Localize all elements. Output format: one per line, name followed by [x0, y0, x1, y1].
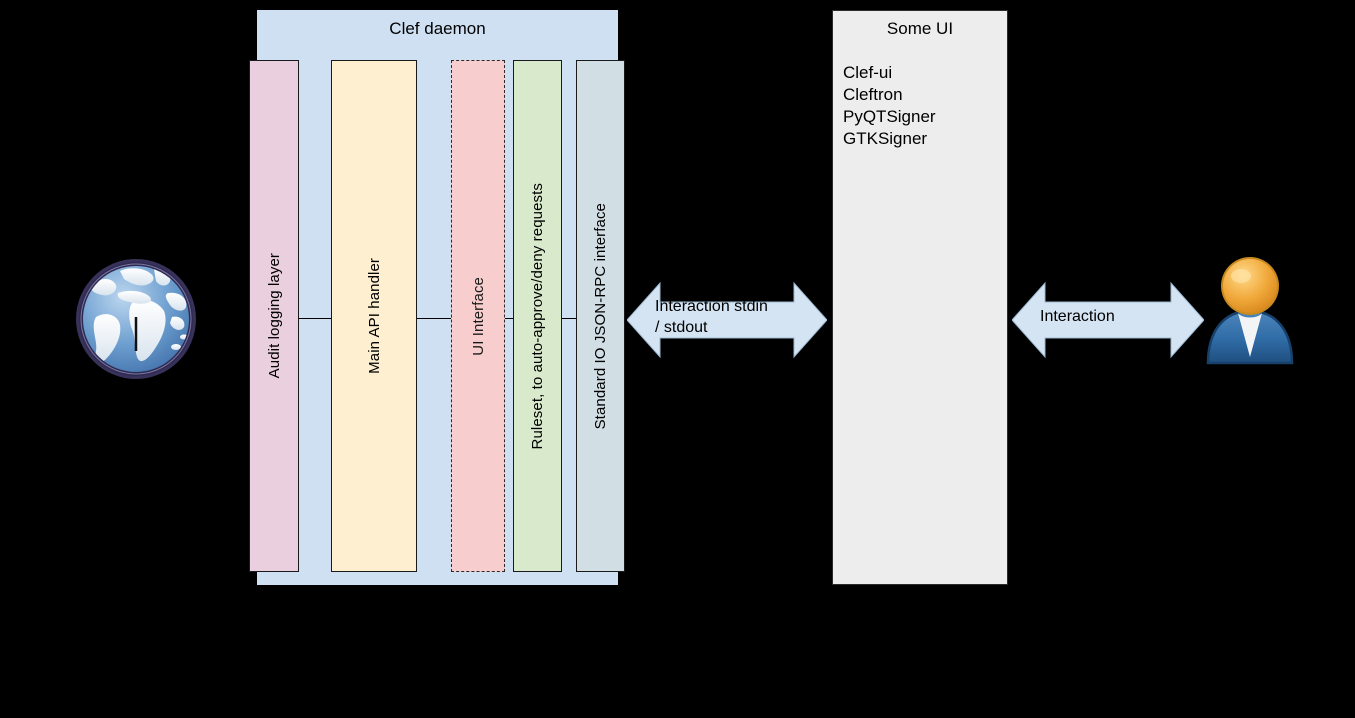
globe-icon — [72, 255, 200, 383]
list-item: PyQTSigner — [843, 107, 936, 126]
clef-daemon-container — [257, 10, 618, 585]
some-ui-title: Some UI — [886, 19, 954, 38]
user-icon — [1200, 253, 1300, 365]
column-label-main-api-handler: Main API handler — [365, 258, 383, 374]
column-label-audit-logging-layer: Audit logging layer — [265, 253, 283, 379]
column-standard-io-jsonrpc[interactable]: Standard IO JSON-RPC interface — [576, 60, 625, 572]
column-ruleset[interactable]: Ruleset, to auto-approve/deny requests — [513, 60, 562, 572]
stdio-arrow-label: Interaction stdin / stdout — [655, 298, 768, 336]
column-main-api-handler[interactable]: Main API handler — [331, 60, 417, 572]
column-label-standard-io-jsonrpc: Standard IO JSON-RPC interface — [592, 202, 609, 430]
list-item: GTKSigner — [843, 129, 928, 148]
list-item: Clef-ui — [843, 63, 893, 82]
clef-daemon-title: Clef daemon — [389, 19, 486, 38]
column-label-ui-interface: UI Interface — [469, 276, 487, 356]
some-ui-list: Clef-ui Cleftron PyQTSigner GTKSigner — [843, 62, 1003, 150]
interaction-arrow-label: Interaction — [1040, 308, 1115, 325]
interaction-arrow — [1012, 281, 1204, 359]
column-label-ruleset: Ruleset, to auto-approve/deny requests — [529, 182, 546, 450]
column-ui-interface[interactable]: UI Interface — [451, 60, 505, 572]
list-item: Cleftron — [843, 85, 903, 104]
column-audit-logging-layer[interactable]: Audit logging layer — [249, 60, 299, 572]
stdio-arrow — [627, 281, 827, 359]
some-ui-container[interactable] — [832, 10, 1008, 585]
